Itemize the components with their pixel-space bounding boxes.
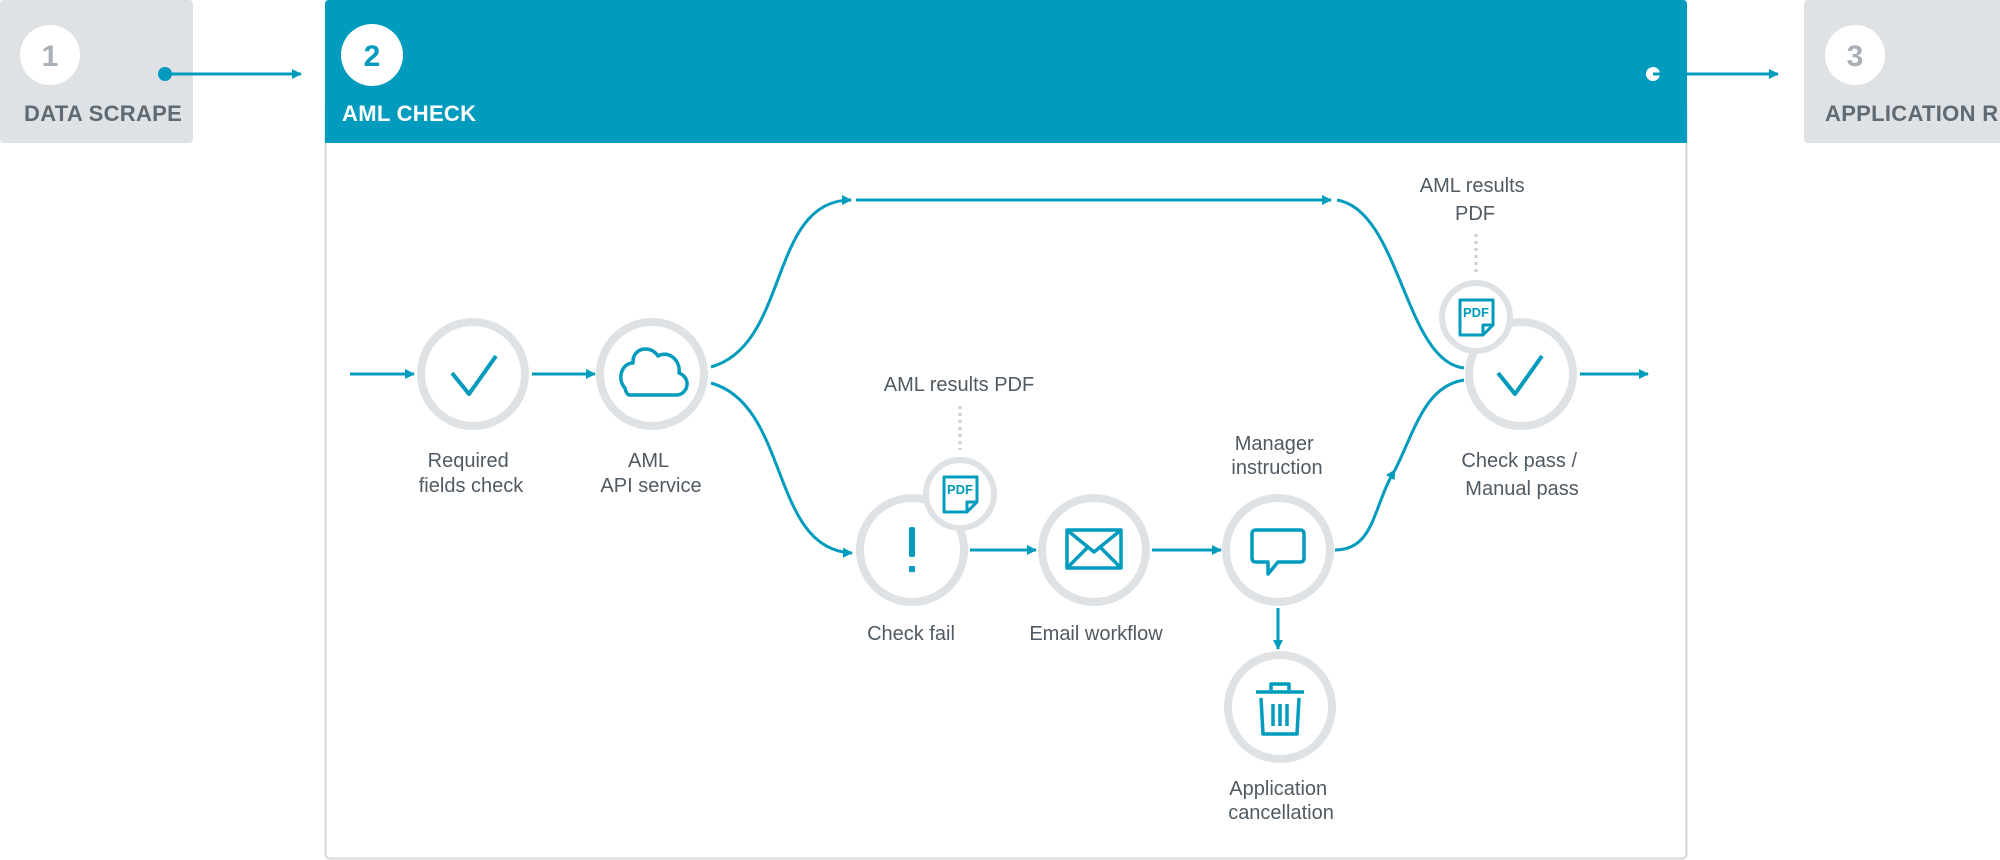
step-1-number: 1	[42, 40, 59, 73]
step-connector-2-3	[1646, 67, 1779, 81]
node-aml-api-service[interactable]	[596, 318, 708, 430]
arrow-manager-to-pass	[1334, 469, 1397, 552]
svg-text:PDF: PDF	[1463, 305, 1489, 320]
pdf-document-icon: PDF	[1458, 298, 1495, 337]
check-icon	[1496, 354, 1544, 396]
step-2-number: 2	[364, 40, 381, 73]
step-3-panel[interactable]: 3 APPLICATION R	[1804, 0, 2000, 143]
node-manager-instruction[interactable]	[1222, 494, 1334, 606]
step-2-container: 2 AML CHECK	[324, 0, 1688, 860]
application-cancellation-label: Application cancellation	[1228, 778, 1334, 824]
flow-arrows	[350, 195, 1649, 650]
aml-api-label: AML API service	[600, 450, 701, 497]
node-ring	[596, 318, 708, 430]
check-icon	[450, 354, 498, 396]
check-pass-label: Check pass / Manual pass	[1461, 450, 1582, 500]
step-connector-1-2	[158, 67, 302, 81]
step-2-number-circle	[341, 24, 403, 86]
step-2-header[interactable]	[325, 0, 1687, 143]
pdf-document-icon: PDF	[942, 475, 979, 514]
fail-pdf-document[interactable]: PDF	[923, 457, 997, 531]
arrow-api-to-fail	[710, 381, 853, 558]
required-fields-label: Required fields check	[419, 450, 524, 497]
node-ring	[417, 318, 529, 430]
svg-text:PDF: PDF	[947, 482, 973, 497]
node-required-fields-check[interactable]	[417, 318, 529, 430]
step-3-label: APPLICATION R	[1825, 101, 1998, 126]
step-2-label: AML CHECK	[342, 101, 476, 126]
cloud-icon	[619, 347, 689, 397]
check-fail-label: Check fail	[867, 623, 955, 645]
trash-icon	[1256, 682, 1304, 736]
manager-instruction-label: Manager instruction	[1231, 433, 1322, 479]
node-ring	[1222, 494, 1334, 606]
node-application-cancellation[interactable]	[1224, 651, 1336, 763]
step-1-number-circle	[20, 25, 80, 85]
speech-bubble-icon	[1250, 528, 1306, 576]
arrow-api-upper-branch	[710, 195, 852, 369]
step-3-number-circle	[1825, 25, 1885, 85]
exclamation-icon	[909, 527, 915, 572]
arrow-manager-into-pass	[1393, 378, 1465, 471]
step-1-panel[interactable]: 1 DATA SCRAPE	[0, 0, 193, 143]
fail-pdf-label: AML results PDF	[884, 374, 1034, 396]
email-workflow-label: Email workflow	[1029, 623, 1163, 645]
node-email-workflow[interactable]	[1038, 494, 1150, 606]
pass-pdf-label: AML results PDF	[1420, 175, 1530, 225]
envelope-icon	[1065, 528, 1123, 570]
pass-pdf-document[interactable]: PDF	[1439, 280, 1513, 354]
node-check-fail[interactable]	[856, 494, 968, 606]
step-3-number: 3	[1847, 40, 1864, 73]
step-1-label: DATA SCRAPE	[24, 101, 182, 126]
arrow-upper-into-pass	[1336, 198, 1465, 370]
